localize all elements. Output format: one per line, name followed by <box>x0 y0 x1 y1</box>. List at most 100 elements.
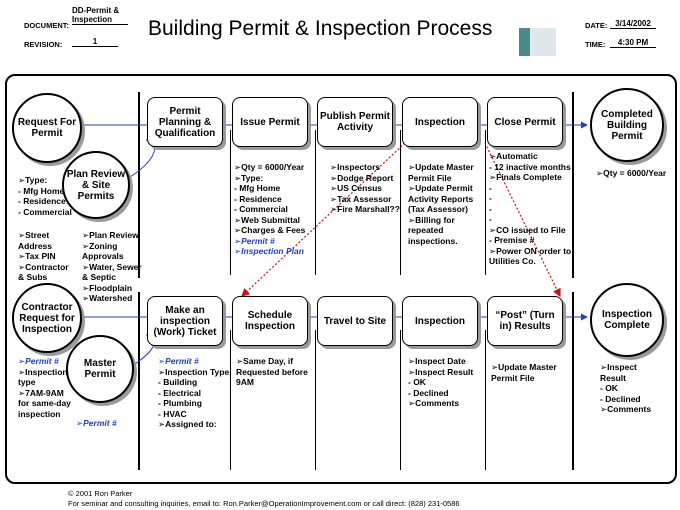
note-line: ➢Type: <box>18 175 48 185</box>
note-line: ➢Tax Assessor <box>330 193 392 204</box>
notes-completed-qty: ➢Qty = 6000/Year <box>596 168 666 179</box>
note-line: 9AM <box>236 377 254 387</box>
note-line: - Residence <box>234 193 282 204</box>
lane-line-1-top <box>138 92 140 278</box>
note-line: ➢Plan Review <box>82 230 139 240</box>
note-line: ➢7AM-9AM <box>18 387 64 398</box>
note-line: - Electrical <box>158 387 201 398</box>
note-line: ➢CO issued to File <box>489 224 566 235</box>
note-line: ➢Charges & Fees <box>234 225 306 235</box>
time-value: 4:30 PM <box>610 38 656 48</box>
revision-value: 1 <box>72 37 118 47</box>
revision-label: REVISION: <box>24 40 63 49</box>
notes-issue-permit: ➢Qty = 6000/Year ➢Type: - Mfg Home - Res… <box>234 162 305 257</box>
lane-line-1-bottom <box>138 292 140 470</box>
note-line: - Commercial <box>18 206 72 217</box>
date-label: DATE: <box>585 21 608 30</box>
note-line: - <box>489 203 492 214</box>
note-line: ➢Power ON order to <box>489 245 572 256</box>
note-line: ➢Update Permit <box>408 183 473 193</box>
notes-contractor: ➢Permit # ➢Inspection type ➢7AM-9AM for … <box>18 356 71 419</box>
lane-line-5-bottom <box>485 330 486 470</box>
note-line: - Mfg Home <box>234 183 281 193</box>
note-line: - <box>489 193 492 203</box>
note-line: ➢Water, Sewer <box>82 261 142 272</box>
lane-line-2-bottom <box>230 330 231 470</box>
circle-label: Inspection Complete <box>601 309 652 331</box>
note-line: Permit File <box>408 172 452 183</box>
notes-master-permit: ➢Permit # <box>76 418 117 429</box>
note-line: - HVAC <box>158 408 187 419</box>
dotted-arrow-inspection-to-ticket <box>241 142 406 297</box>
note-line: ➢Qty = 6000/Year <box>234 162 305 172</box>
note-line: Permit File <box>491 372 535 383</box>
note-line: & Subs <box>18 272 48 282</box>
note-line: ➢Street <box>18 230 50 240</box>
note-line: ➢Assigned to: <box>158 419 217 429</box>
lane-line-2-top <box>230 130 231 275</box>
box-label: Schedule Inspection <box>244 310 295 332</box>
box-label: Publish Permit Activity <box>319 111 390 133</box>
note-line: ➢Permit # <box>18 356 59 366</box>
box-label: Inspection <box>414 315 465 327</box>
box-close-permit: Close Permit <box>487 97 563 147</box>
note-line: ➢Update Master <box>491 362 557 372</box>
box-permit-planning: Permit Planning & Qualification <box>147 97 223 147</box>
lane-line-4-top <box>400 130 401 275</box>
circle-label: Request For Permit <box>17 117 77 139</box>
box-issue-permit: Issue Permit <box>232 97 308 147</box>
box-label: “Post” (Turn in) Results <box>495 310 555 332</box>
document-label: DOCUMENT: <box>24 21 69 30</box>
notes-inspection-complete: ➢Inspect Result - OK - Declined ➢Comment… <box>600 362 651 415</box>
note-line: ➢Watershed <box>82 293 133 303</box>
circle-inspection-complete: Inspection Complete <box>590 283 664 357</box>
box-inspection-bottom: Inspection <box>402 296 478 346</box>
note-line: ➢Dodge Report <box>330 172 394 183</box>
box-publish-permit-activity: Publish Permit Activity <box>317 97 393 147</box>
notes-request-address: ➢Street Address ➢Tax PIN ➢Contractor & S… <box>18 230 69 283</box>
note-line: - Declined <box>600 393 641 404</box>
note-line: ➢Contractor <box>18 261 69 272</box>
note-line: & Septic <box>82 272 117 282</box>
note-line: Requested before <box>236 366 308 377</box>
diagram-frame <box>5 74 677 484</box>
note-line: - Mfg Home <box>18 185 65 196</box>
note-line: ➢Tax PIN <box>18 251 56 261</box>
lane-line-4-bottom <box>400 330 401 470</box>
note-line: - Residence <box>18 196 66 206</box>
note-line: ➢Inspect Date <box>408 356 466 366</box>
box-label: Make an inspection (Work) Ticket <box>153 304 217 338</box>
note-line: ➢Qty = 6000/Year <box>596 168 667 178</box>
note-line: inspection <box>18 408 61 419</box>
notes-post-results: ➢Update Master Permit File <box>491 362 557 383</box>
note-line: - Declined <box>408 387 449 398</box>
notes-request-types: ➢Type: - Mfg Home - Residence - Commerci… <box>18 175 72 217</box>
note-line: - Plumbing <box>158 398 202 408</box>
box-label: Travel to Site <box>323 315 387 327</box>
lane-line-6-bottom <box>572 292 574 470</box>
notes-plan-review: ➢Plan Review ➢Zoning Approvals ➢Water, S… <box>82 230 142 304</box>
note-line: - Building <box>158 377 198 387</box>
note-line: ➢Same Day, if <box>236 356 294 366</box>
time-label: TIME: <box>585 40 606 49</box>
note-line: ➢Floodplain <box>82 282 133 293</box>
note-line: ➢Comments <box>600 404 652 414</box>
date-value: 3/14/2002 <box>610 19 656 29</box>
note-line: ➢Comments <box>408 398 460 408</box>
box-label: Close Permit <box>494 116 556 128</box>
lane-line-6-top <box>572 92 574 278</box>
circle-contractor-request: Contractor Request for Inspection <box>12 283 82 353</box>
page-title: Building Permit & Inspection Process <box>148 17 493 40</box>
note-line: ➢Automatic <box>489 151 538 161</box>
note-line: Utilities Co. <box>489 256 536 266</box>
note-line: ➢Fire Marshall?? <box>330 204 400 214</box>
note-line: - OK <box>600 383 618 393</box>
lane-line-3-top <box>315 130 316 275</box>
circle-completed-building-permit: Completed Building Permit <box>590 88 664 162</box>
note-line: - <box>489 214 492 224</box>
note-line: ➢Type: <box>234 172 264 183</box>
notes-close-permit: ➢Automatic - 12 inactive months ➢Finals … <box>489 151 571 267</box>
lane-line-3-bottom <box>315 330 316 470</box>
note-line: for same-day <box>18 398 71 408</box>
box-inspection-top: Inspection <box>402 97 478 147</box>
